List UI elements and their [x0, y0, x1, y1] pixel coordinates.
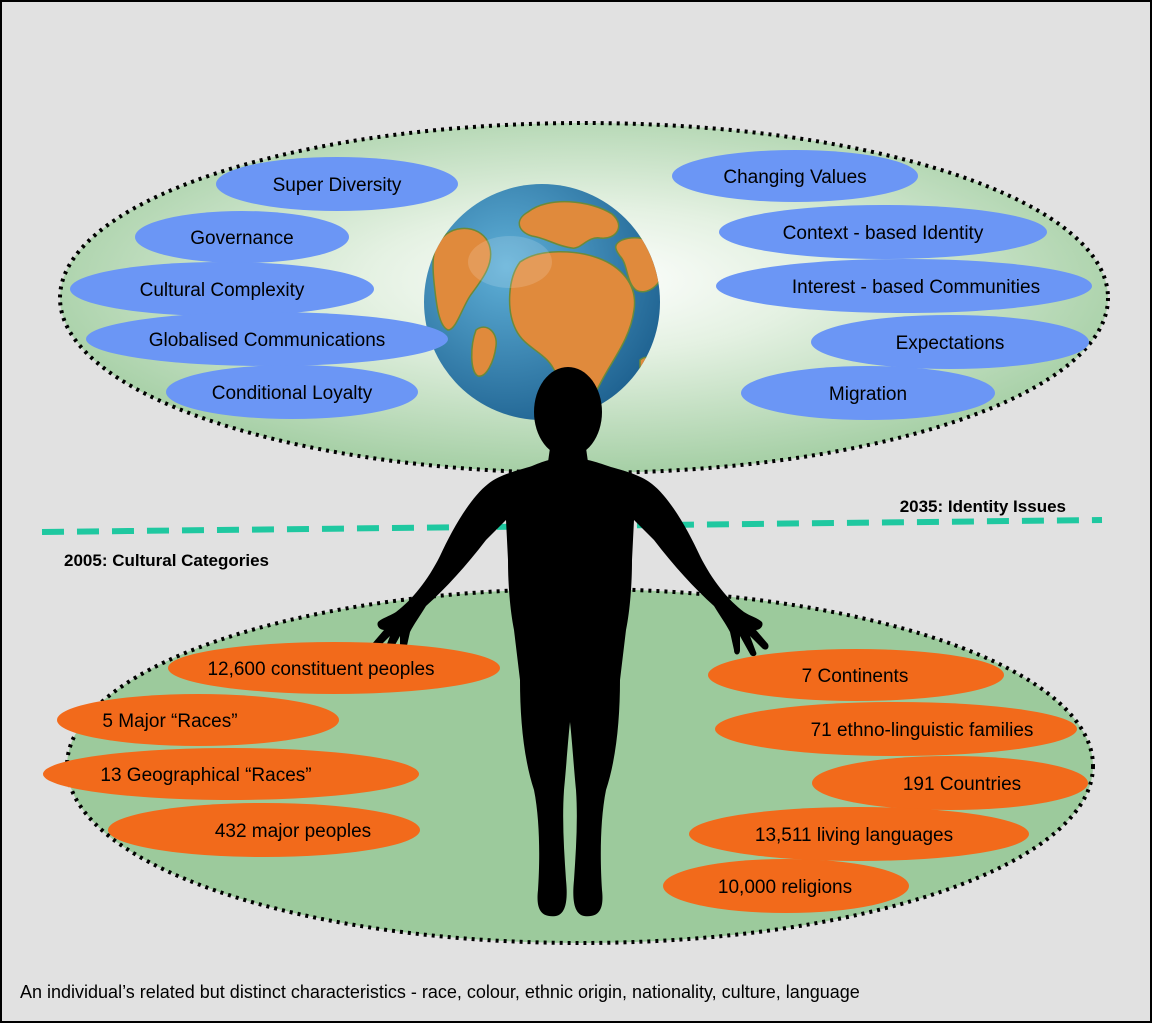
past-right-pill: [663, 859, 909, 913]
future-right-item: Expectations: [811, 315, 1089, 369]
past-right-label: 13,511 living languages: [755, 825, 953, 846]
past-left-label: 432 major peoples: [215, 821, 371, 842]
future-right-pill: [719, 205, 1047, 259]
past-right-pill: [708, 649, 1004, 701]
past-left-pill: [57, 694, 339, 746]
past-era-label: 2005: Cultural Categories: [64, 551, 269, 570]
past-left-pill: [43, 748, 419, 800]
future-right-label: Context - based Identity: [783, 223, 984, 244]
past-right-label: 7 Continents: [802, 666, 909, 687]
future-right-pill: [672, 150, 918, 202]
future-right-label: Expectations: [896, 333, 1005, 354]
past-right-pill: [812, 756, 1088, 810]
past-right-item: 13,511 living languages: [689, 807, 1029, 861]
past-left-item: 432 major peoples: [108, 803, 420, 857]
human-figure-icon: [371, 367, 769, 917]
future-right-item: Migration: [741, 366, 995, 420]
future-left-pill: [70, 262, 374, 316]
future-right-item: Interest - based Communities: [716, 259, 1092, 313]
past-right-item: 191 Countries: [812, 756, 1088, 810]
past-left-item: 5 Major “Races”: [57, 694, 339, 746]
future-left-label: Governance: [190, 228, 294, 249]
past-right-label: 191 Countries: [903, 774, 1021, 795]
future-left-pill: [86, 312, 448, 366]
past-right-item: 10,000 religions: [663, 859, 909, 913]
past-right-item: 71 ethno-linguistic families: [715, 702, 1077, 756]
past-right-pill: [715, 702, 1077, 756]
future-right-item: Changing Values: [672, 150, 918, 202]
future-left-label: Super Diversity: [273, 175, 402, 196]
past-right-item: 7 Continents: [708, 649, 1004, 701]
past-items-left: 12,600 constituent peoples 5 Major “Races…: [43, 642, 500, 857]
future-era-label: 2035: Identity Issues: [900, 497, 1066, 516]
future-right-label: Migration: [829, 384, 907, 405]
past-items-right: 7 Continents 71 ethno-linguistic families…: [663, 649, 1088, 913]
caption: An individual’s related but distinct cha…: [20, 982, 860, 1002]
future-right-pill: [716, 259, 1092, 313]
future-left-label: Conditional Loyalty: [212, 383, 373, 404]
past-left-item: 12,600 constituent peoples: [168, 642, 500, 694]
past-right-label: 10,000 religions: [718, 877, 852, 898]
past-left-label: 12,600 constituent peoples: [207, 659, 434, 680]
past-left-pill: [168, 642, 500, 694]
future-left-label: Globalised Communications: [149, 330, 386, 351]
future-right-label: Interest - based Communities: [792, 277, 1040, 298]
future-left-label: Cultural Complexity: [140, 280, 305, 301]
future-left-pill: [216, 157, 458, 211]
future-left-pill: [135, 211, 349, 263]
future-left-item: Cultural Complexity: [70, 262, 374, 316]
future-left-item: Super Diversity: [216, 157, 458, 211]
future-left-item: Globalised Communications: [86, 312, 448, 366]
future-right-item: Context - based Identity: [719, 205, 1047, 259]
future-left-item: Conditional Loyalty: [166, 365, 418, 419]
past-left-label: 13 Geographical “Races”: [100, 765, 311, 786]
past-left-pill: [108, 803, 420, 857]
past-left-item: 13 Geographical “Races”: [43, 748, 419, 800]
future-right-label: Changing Values: [723, 167, 866, 188]
future-left-item: Governance: [135, 211, 349, 263]
future-right-pill: [741, 366, 995, 420]
future-left-pill: [166, 365, 418, 419]
future-right-pill: [811, 315, 1089, 369]
past-left-label: 5 Major “Races”: [102, 711, 237, 732]
past-right-pill: [689, 807, 1029, 861]
past-right-label: 71 ethno-linguistic families: [811, 720, 1034, 741]
